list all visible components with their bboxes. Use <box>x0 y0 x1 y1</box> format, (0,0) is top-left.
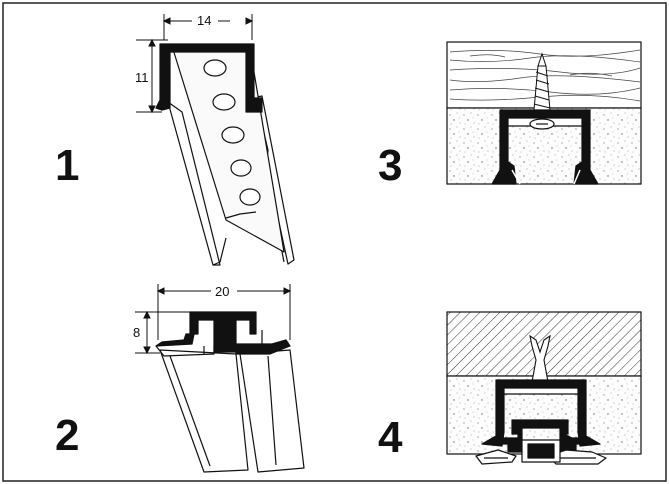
dimension-height-value-1: 11 <box>135 70 149 85</box>
dimension-width-value-2: 20 <box>215 284 229 299</box>
panel-number-3: 3 <box>378 141 402 190</box>
panel-4: 4 <box>378 311 642 465</box>
dimension-width-value-1: 14 <box>197 13 211 28</box>
mounted-rail-4 <box>475 379 607 465</box>
dimension-height-2 <box>135 310 196 355</box>
dimension-height-value-2: 8 <box>133 325 140 340</box>
profile-2 <box>155 311 305 473</box>
panel-3: 3 <box>378 41 642 190</box>
panel-number-1: 1 <box>55 141 79 190</box>
panel-number-4: 4 <box>378 413 403 462</box>
panel-number-2: 2 <box>55 411 79 460</box>
dimension-height-1 <box>136 38 168 114</box>
panel-1: 1 14 11 <box>55 12 295 266</box>
profile-1 <box>155 43 295 266</box>
mounted-rail-3 <box>491 109 599 185</box>
panel-2: 2 20 8 <box>55 282 305 473</box>
